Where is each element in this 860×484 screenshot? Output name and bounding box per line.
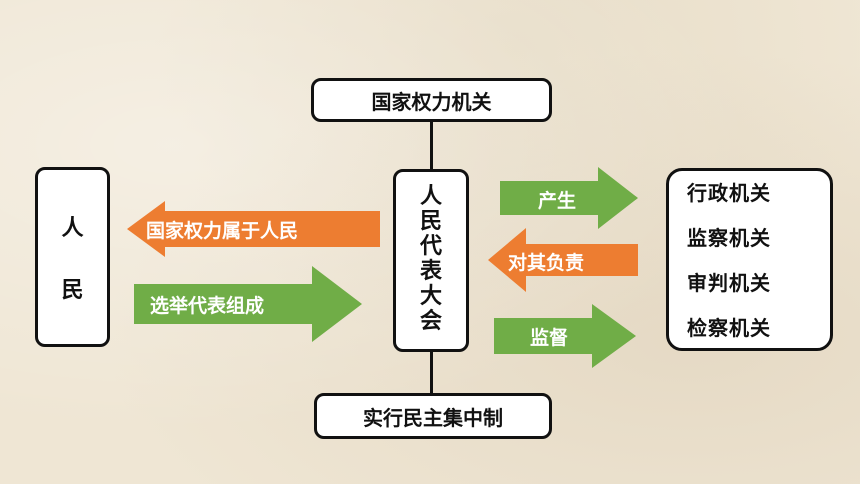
congress-char-6: 会 (419, 309, 442, 334)
power-belongs-arrow (127, 201, 380, 257)
org-item-judicial: 审判机关 (687, 271, 771, 295)
power-belongs-label: 国家权力属于人民 (146, 219, 299, 242)
peoples-congress-box: 人 民 代 表 大 会 (393, 169, 469, 352)
state-power-organ-box: 国家权力机关 (311, 78, 552, 122)
responsible-arrow (488, 228, 638, 292)
democratic-centralism-label: 实行民主集中制 (363, 405, 503, 430)
produce-label: 产生 (538, 189, 577, 212)
org-item-procuratorial: 检察机关 (687, 316, 771, 340)
congress-char-1: 人 (419, 184, 442, 209)
state-organs-box: 行政机关 监察机关 审判机关 检察机关 (666, 168, 833, 351)
connector-top (430, 120, 433, 172)
people-box: 人 民 (35, 167, 110, 347)
org-item-administrative: 行政机关 (687, 181, 771, 205)
produce-arrow (500, 167, 638, 229)
connector-bottom (430, 352, 433, 396)
elected-arrow (134, 266, 362, 342)
state-power-organ-label: 国家权力机关 (371, 89, 492, 114)
supervise-arrow (494, 304, 636, 368)
people-char-2: 民 (61, 278, 84, 303)
congress-char-4: 表 (419, 259, 442, 284)
people-char-1: 人 (61, 216, 84, 241)
org-item-supervisory: 监察机关 (687, 226, 771, 250)
congress-char-3: 代 (419, 234, 442, 259)
congress-char-5: 大 (419, 284, 442, 309)
supervise-label: 监督 (530, 326, 569, 349)
responsible-label: 对其负责 (508, 251, 585, 274)
elected-label: 选举代表组成 (150, 294, 265, 317)
democratic-centralism-box: 实行民主集中制 (314, 393, 552, 439)
congress-char-2: 民 (419, 209, 442, 234)
